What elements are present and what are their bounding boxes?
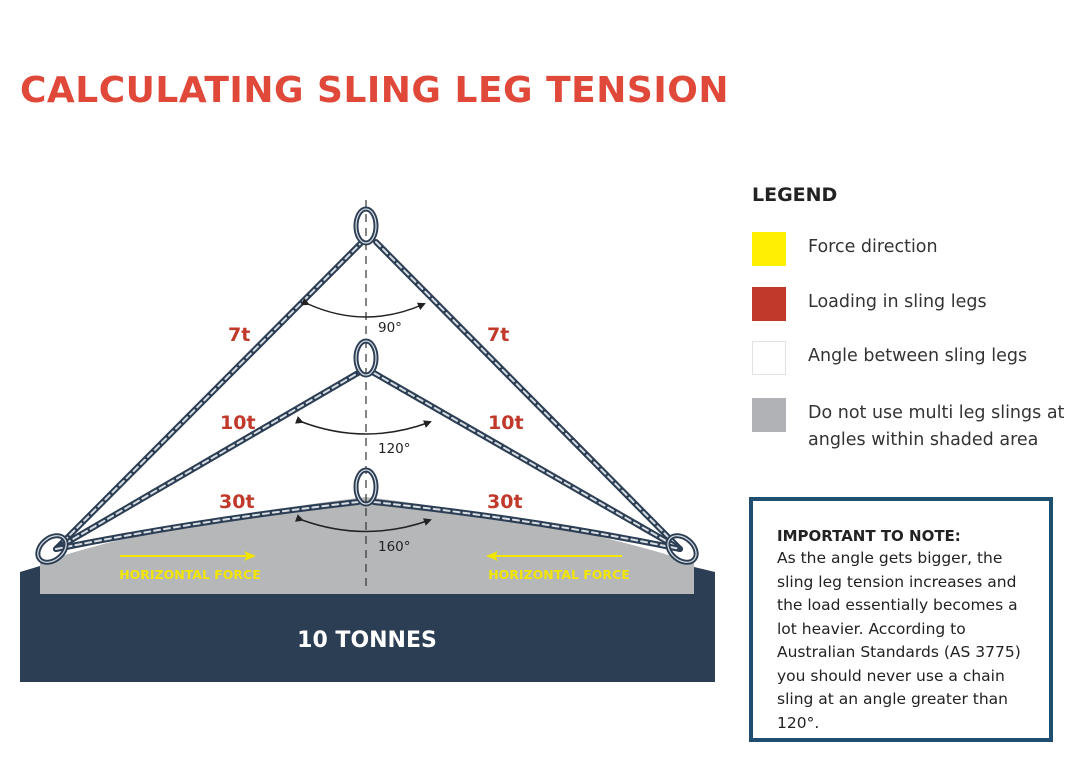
angle-arc-120 (294, 416, 432, 435)
hook-right (665, 533, 699, 565)
hook-left (35, 533, 69, 565)
load-label: 10 TONNES (297, 628, 437, 653)
force-label-right: HORIZONTAL FORCE (488, 567, 630, 582)
load-block (20, 566, 715, 682)
legend-label: Loading in sling legs (808, 292, 987, 312)
angle-swatch (752, 341, 786, 375)
tension-left-10t: 10t (220, 412, 256, 434)
note-title: IMPORTANT TO NOTE: (777, 527, 961, 545)
shaded-swatch (752, 398, 786, 432)
sling-chains (53, 239, 683, 552)
angle-label-90: 90° (378, 320, 402, 336)
loading-swatch (752, 287, 786, 321)
master-link-top (353, 206, 379, 246)
angle-arc-90 (300, 297, 426, 318)
master-link-middle (353, 338, 379, 378)
important-note-box: IMPORTANT TO NOTE: As the angle gets big… (749, 497, 1053, 742)
angle-label-160: 160° (378, 539, 411, 555)
force-direction-swatch (752, 232, 786, 266)
legend-title: LEGEND (752, 184, 838, 206)
angle-label-120: 120° (378, 441, 411, 457)
note-text: As the angle gets bigger, the sling leg … (777, 549, 1021, 732)
tension-right-10t: 10t (488, 412, 524, 434)
force-label-left: HORIZONTAL FORCE (119, 567, 261, 582)
legend-label: Do not use multi leg slings at angles wi… (808, 403, 1065, 450)
tension-left-7t: 7t (228, 324, 250, 346)
legend-label: Angle between sling legs (808, 346, 1028, 366)
tension-right-7t: 7t (487, 324, 509, 346)
page-title: CALCULATING SLING LEG TENSION (20, 70, 729, 111)
angle-arc-160 (295, 514, 432, 533)
tension-left-30t: 30t (219, 491, 255, 513)
shaded-area (40, 497, 694, 594)
tension-right-30t: 30t (487, 491, 523, 513)
sling-diagram: 90° 120° 160° 7t 7t 10t 10t 30t 30t HORI… (20, 200, 715, 682)
legend-label: Force direction (808, 237, 938, 257)
master-link-bottom (353, 467, 379, 507)
